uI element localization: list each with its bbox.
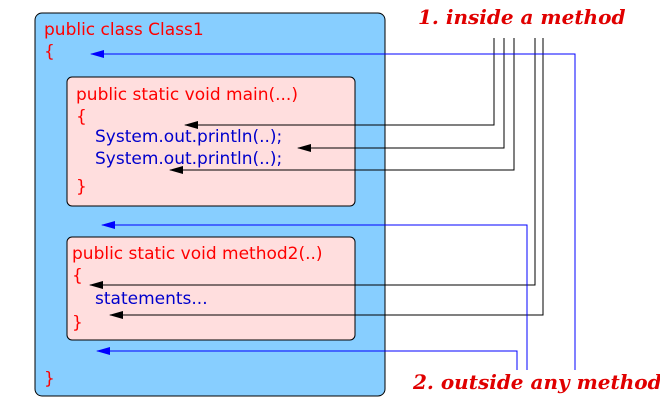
connector-outside-after-method2 <box>96 347 518 370</box>
connector-inside-method2-open <box>89 38 536 289</box>
connector-outside-between-methods <box>101 221 528 370</box>
inside-method-label: 1. inside a method <box>418 5 625 29</box>
main-method-header: public static void main(...) <box>76 85 298 105</box>
method2-statement: statements... <box>95 289 208 309</box>
main-close-brace: } <box>76 177 87 197</box>
main-statement-1: System.out.println(..); <box>95 127 282 147</box>
method2-box <box>66 236 356 341</box>
connector-outside-class-open <box>90 50 576 370</box>
method2-open-brace: { <box>72 266 83 286</box>
main-open-brace: { <box>76 107 87 127</box>
class-header: public class Class1 <box>44 20 204 40</box>
class-close-brace: } <box>44 369 55 389</box>
method2-close-brace: } <box>72 313 83 333</box>
connector-inside-main-close <box>169 38 515 174</box>
outside-method-label: 2. outside any method <box>412 370 660 394</box>
connector-inside-main-statement-2 <box>297 38 505 152</box>
connector-inside-main-statement-1 <box>184 38 495 129</box>
class-open-brace: { <box>44 42 55 62</box>
main-statement-2: System.out.println(..); <box>95 149 282 169</box>
connector-inside-method2-close <box>109 38 544 319</box>
main-method-box <box>66 76 356 207</box>
method2-header: public static void method2(..) <box>72 244 323 264</box>
